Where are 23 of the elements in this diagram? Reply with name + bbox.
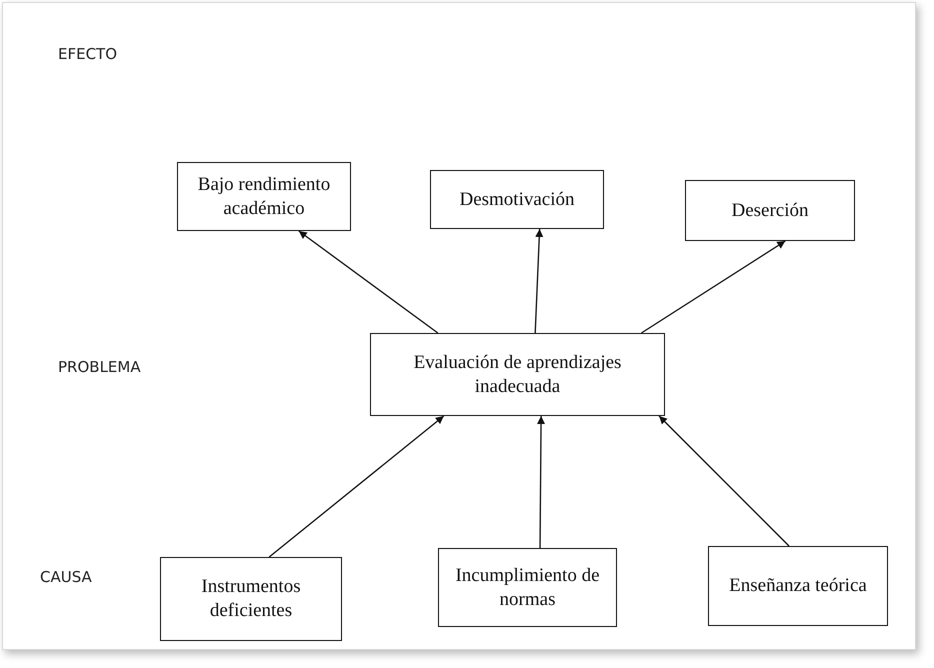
process-box xyxy=(708,546,888,626)
node-text: Enseñanza teórica xyxy=(729,574,867,598)
arrow xyxy=(641,240,786,334)
node-text: Instrumentos deficientes xyxy=(200,575,302,623)
arrow xyxy=(658,416,790,546)
problem-box xyxy=(370,333,665,416)
row-label: CAUSA xyxy=(40,568,92,586)
node-text: Deserción xyxy=(731,198,809,222)
process-box xyxy=(685,180,855,241)
node-text: Desmotivación xyxy=(459,188,575,212)
node-text: Incumplimiento de normas xyxy=(454,564,601,612)
arrow xyxy=(537,416,546,548)
process-box xyxy=(177,162,351,231)
arrow xyxy=(534,228,544,334)
row-label: PROBLEMA xyxy=(58,358,141,376)
node-text: Bajo rendimiento académico xyxy=(196,172,332,220)
process-box xyxy=(430,170,604,229)
arrow xyxy=(298,230,438,334)
arrow xyxy=(268,416,444,558)
process-box xyxy=(438,548,617,627)
process-box xyxy=(160,557,342,641)
node-text: Evaluación de aprendizajes inadecuada xyxy=(412,350,622,398)
row-label: EFECTO xyxy=(58,45,118,63)
